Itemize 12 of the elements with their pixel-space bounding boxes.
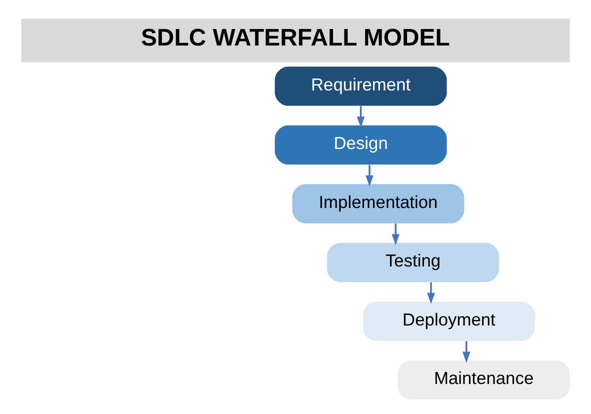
arrow bbox=[366, 164, 374, 186]
arrow bbox=[392, 224, 400, 246]
arrow bbox=[356, 106, 365, 128]
node-box: Maintenance bbox=[398, 360, 570, 400]
node-box: Testing bbox=[327, 242, 500, 282]
node-box: Design bbox=[274, 125, 447, 165]
node-box: Requirement bbox=[274, 66, 447, 106]
diagram-title: SDLC WATERFALL MODEL bbox=[140, 24, 450, 52]
node-box: Implementation bbox=[292, 184, 464, 224]
arrow bbox=[427, 282, 435, 304]
node-box: Deployment bbox=[362, 302, 535, 341]
arrow bbox=[462, 341, 470, 363]
